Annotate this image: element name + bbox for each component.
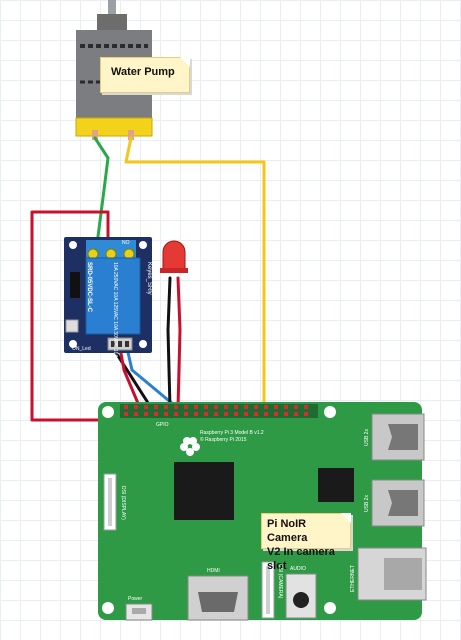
water-pump-note-text: Water Pump	[111, 66, 175, 78]
pi-hole-2	[324, 406, 336, 418]
usb-port-2-socket	[388, 490, 418, 516]
pump-terminal-left	[92, 130, 98, 140]
relay-no-label: NO	[122, 240, 130, 246]
camera-note-line1: Pi NoIR Camera	[267, 518, 308, 544]
ethernet-label: ETHERNET	[350, 565, 356, 592]
pump-shaft	[108, 0, 116, 16]
red-led	[160, 240, 188, 273]
pump-cap	[97, 14, 127, 32]
csi-label: CSI (CAMERA)	[277, 564, 283, 599]
soc-chip	[174, 462, 234, 520]
power-label: Power	[128, 596, 143, 602]
pi-hole-4	[324, 602, 336, 614]
hdmi-socket	[198, 592, 238, 612]
relay-module	[64, 237, 152, 353]
camera-note: Pi NoIR Camera V2 In camera slot	[261, 513, 351, 572]
relay-pin-1	[111, 341, 115, 347]
relay-ratings-label: 10A 250VAC 10A 125VAC 10A 30VDC 10A 28VD…	[112, 262, 118, 375]
led-dome	[162, 240, 186, 271]
pi-copyright-label: © Raspberry Pi 2015	[200, 437, 247, 443]
wire-red-relay	[118, 346, 142, 410]
relay-hole-br	[139, 340, 147, 348]
relay-led-smd	[65, 319, 79, 333]
relay-led-label: ON_Led	[72, 346, 91, 352]
usb2-label: USB 2x	[364, 495, 370, 512]
relay-transistor	[70, 272, 80, 298]
csi-slot	[266, 566, 270, 614]
usb1-label: USB 2x	[364, 429, 370, 446]
relay-hole-bl	[69, 340, 77, 348]
relay-hole-tl	[69, 241, 77, 249]
raspberry-logo-icon	[180, 437, 200, 456]
relay-brand-label: Keyes_SRly	[146, 262, 152, 295]
wire-red-led	[176, 276, 182, 410]
wire-yellow	[124, 136, 266, 410]
water-pump-note: Water Pump	[100, 57, 190, 93]
raspberry-pi-board	[98, 402, 427, 621]
dsi-slot	[108, 478, 112, 526]
pump-end-cap	[75, 117, 153, 137]
relay-cube	[85, 257, 141, 335]
usb-port-1-socket	[388, 424, 418, 450]
pi-title-label: Raspberry Pi 3 Model B v1.2	[200, 430, 264, 436]
pump-terminal-right	[128, 130, 134, 140]
led-rim	[160, 268, 188, 273]
power-socket	[132, 608, 146, 614]
hdmi-label: HDMI	[207, 568, 220, 574]
pi-hole-3	[102, 602, 114, 614]
camera-note-line2: V2 In camera slot	[267, 546, 335, 572]
audio-label: AUDIO	[290, 566, 306, 572]
wire-black-relay	[111, 346, 152, 408]
ethernet-socket	[384, 558, 422, 590]
gpio-header	[120, 404, 318, 418]
lan-chip	[318, 468, 354, 502]
relay-hole-tr	[139, 241, 147, 249]
gpio-pins	[124, 405, 308, 416]
pi-pcb	[98, 402, 422, 620]
pi-hole-1	[102, 406, 114, 418]
relay-pin-2	[118, 341, 122, 347]
relay-pin-3	[125, 341, 129, 347]
audio-jack-hole	[293, 592, 309, 608]
wire-green	[93, 136, 110, 254]
wire-black-led	[166, 276, 172, 410]
wire-blue-relay	[125, 346, 182, 412]
relay-model-label: SRD-05VDC-SL-C	[86, 262, 92, 313]
gpio-label: GPIO	[156, 422, 169, 428]
dsi-label: DSI (DISPLAY)	[120, 486, 126, 520]
